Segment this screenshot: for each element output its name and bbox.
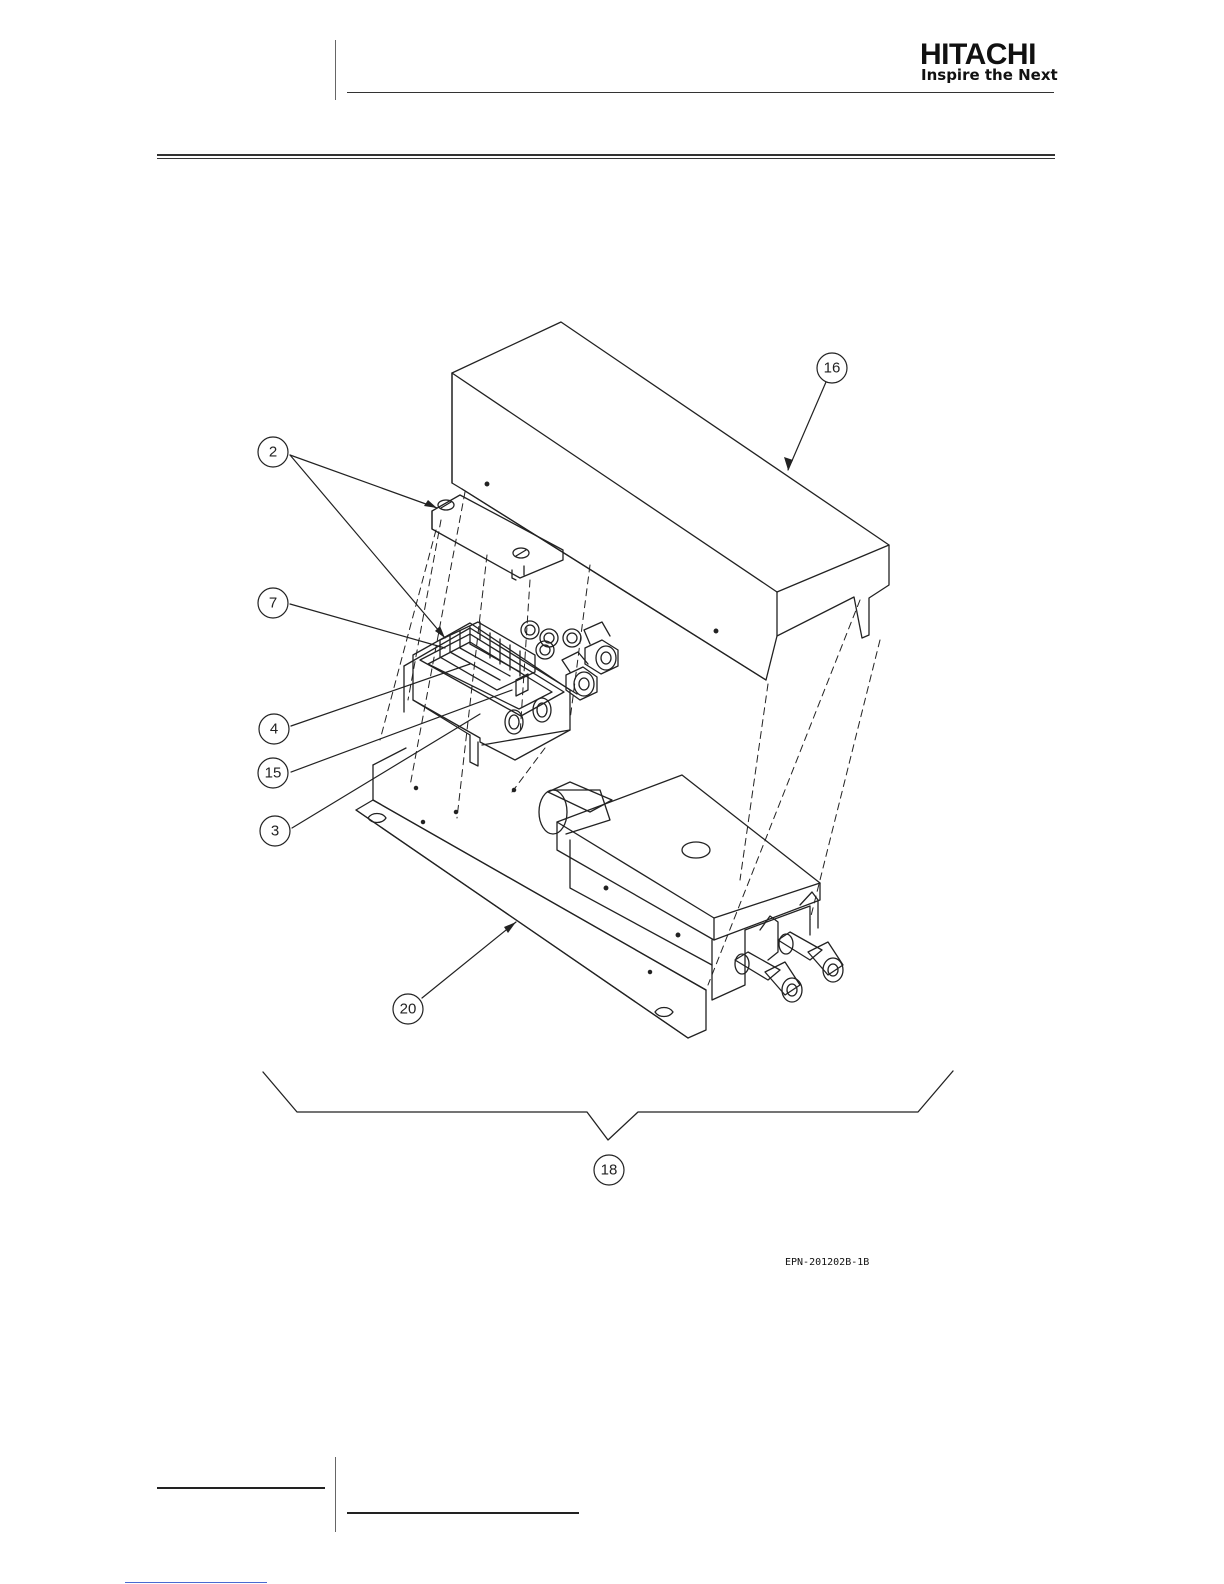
callout-16-label: 16 [824,360,841,377]
callout-4-label: 4 [270,721,278,738]
callout-2-label: 2 [269,444,277,461]
callout-7-label: 7 [269,595,277,612]
drawing-reference-code: EPN-201202B-1B [785,1257,869,1268]
assembly-bracket [263,1071,953,1140]
callout-20-label: 20 [400,1001,417,1018]
callout-3-label: 3 [271,823,279,840]
outlet-pipes [735,932,843,1002]
callout-18-label: 18 [601,1162,618,1179]
terminal-cover-plate [432,495,563,580]
callout-15-label: 15 [265,765,282,782]
